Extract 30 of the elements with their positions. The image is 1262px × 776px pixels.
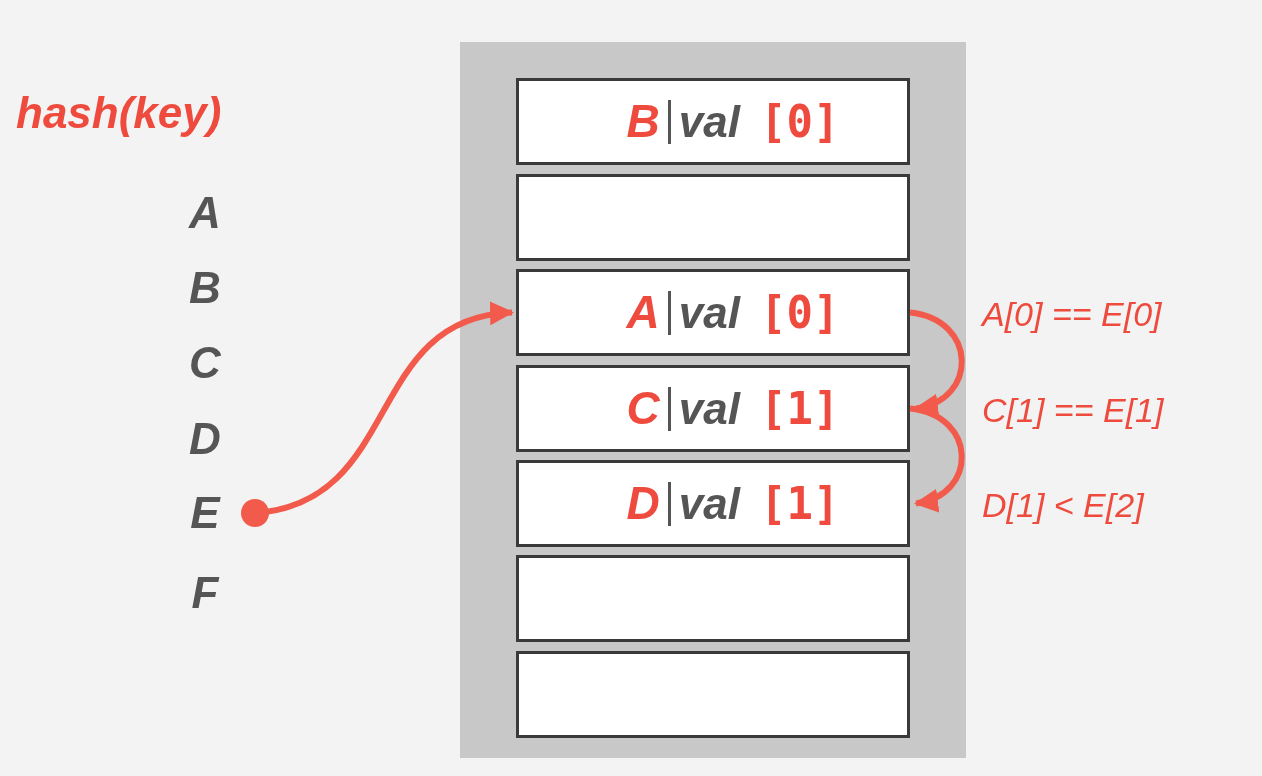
- hash-slot: [516, 460, 910, 547]
- comparison-note: C[1] == E[1]: [982, 393, 1164, 427]
- slot-index: [1]: [759, 381, 840, 436]
- comparison-note: A[0] == E[0]: [982, 297, 1162, 331]
- slot-index: [1]: [759, 476, 840, 531]
- hash-slot: [516, 78, 910, 165]
- empty-slot: [516, 174, 910, 261]
- slot-key: D: [626, 469, 660, 538]
- key-letter: C: [188, 337, 222, 389]
- slot-value: val: [678, 477, 740, 530]
- slot-index: [0]: [759, 94, 840, 149]
- key-letter: F: [190, 567, 221, 619]
- slot-value: val: [678, 286, 740, 339]
- slot-key: C: [626, 374, 660, 443]
- slot-key: A: [626, 278, 660, 347]
- slot-index: [0]: [759, 285, 840, 340]
- key-letter: A: [187, 187, 222, 239]
- slot-key: B: [626, 87, 660, 156]
- hash-slot: [516, 365, 910, 452]
- slot-value: val: [678, 382, 740, 435]
- empty-slot: [516, 555, 910, 642]
- key-letter: E: [180, 485, 230, 541]
- comparison-note: D[1] < E[2]: [982, 488, 1144, 522]
- hash-table-panel: [460, 42, 966, 758]
- hash-slot: [516, 269, 910, 356]
- hash-function-label: hash(key): [16, 87, 222, 139]
- empty-slot: [516, 651, 910, 738]
- slot-value: val: [678, 95, 740, 148]
- key-letter: B: [188, 262, 222, 314]
- key-letter: D: [188, 413, 222, 465]
